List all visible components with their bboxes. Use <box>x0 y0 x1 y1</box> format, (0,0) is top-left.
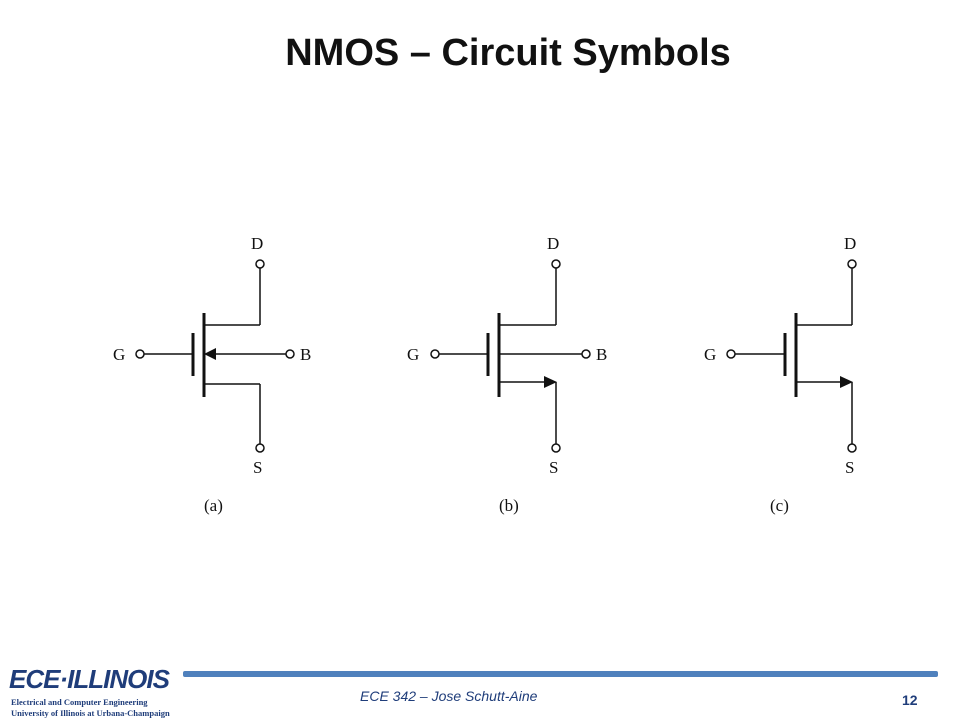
gate-label: G <box>704 345 716 364</box>
logo-text-illinois: ILLINOIS <box>67 664 170 694</box>
nmos-symbol-c: D G S (c) <box>704 234 857 515</box>
gate-terminal <box>430 349 440 359</box>
gate-label: G <box>407 345 419 364</box>
gate-terminal <box>726 349 736 359</box>
logo-subtitle-university: University of Illinois at Urbana-Champai… <box>11 708 170 718</box>
ece-illinois-logo: ECE·ILLINOIS Electrical and Computer Eng… <box>9 664 170 718</box>
source-label: S <box>253 458 262 477</box>
drain-terminal <box>551 259 561 269</box>
source-terminal <box>551 443 561 453</box>
drain-label: D <box>251 234 263 253</box>
drain-label: D <box>547 234 559 253</box>
drain-label: D <box>844 234 856 253</box>
body-label: B <box>596 345 607 364</box>
body-label: B <box>300 345 311 364</box>
caption-c: (c) <box>770 496 789 515</box>
nmos-symbol-a: D G B S (a) <box>113 234 311 515</box>
body-terminal <box>285 349 295 359</box>
nmos-symbol-b: D G B S (b) <box>407 234 607 515</box>
footer-accent-bar <box>183 671 938 677</box>
gate-terminal <box>135 349 145 359</box>
logo-text-ece: ECE <box>9 664 60 694</box>
source-arrow <box>840 376 853 388</box>
body-arrow <box>204 348 216 360</box>
source-terminal <box>255 443 265 453</box>
footer-course-label: ECE 342 – Jose Schutt-Aine <box>360 688 538 704</box>
source-label: S <box>845 458 854 477</box>
caption-a: (a) <box>204 496 223 515</box>
source-terminal <box>847 443 857 453</box>
page-number: 12 <box>902 692 918 708</box>
logo-subtitle-department: Electrical and Computer Engineering <box>11 697 148 707</box>
body-terminal <box>581 349 591 359</box>
drain-terminal <box>847 259 857 269</box>
source-arrow <box>544 376 557 388</box>
drain-terminal <box>255 259 265 269</box>
gate-label: G <box>113 345 125 364</box>
slide-title: NMOS – Circuit Symbols <box>285 32 731 74</box>
caption-b: (b) <box>499 496 519 515</box>
source-label: S <box>549 458 558 477</box>
